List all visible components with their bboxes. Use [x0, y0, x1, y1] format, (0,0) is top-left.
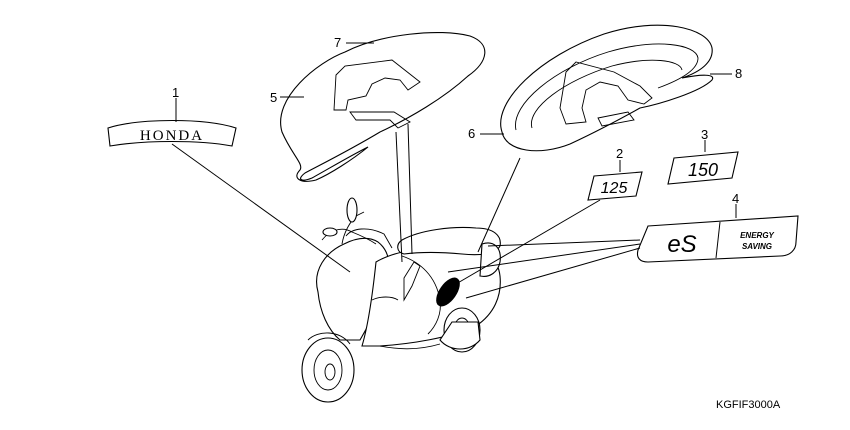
es-emblem-sub-2: SAVING: [742, 242, 772, 251]
scooter: [301, 197, 501, 403]
callout-2: 2: [616, 146, 623, 161]
honda-emblem: HONDA: [107, 119, 237, 147]
callout-4: 4: [732, 191, 739, 206]
stripe-decal-5-7: [280, 32, 486, 182]
es-emblem-logo: eS: [667, 231, 696, 258]
stripe-decal-6-8: [500, 24, 714, 152]
callout-6: 6: [468, 126, 475, 141]
badge-150-text: 150: [688, 160, 718, 180]
honda-emblem-text: HONDA: [140, 128, 204, 144]
part-code: KGFIF3000A: [716, 399, 781, 411]
callout-3: 3: [701, 127, 708, 142]
badge-125: 125: [587, 171, 643, 201]
callout-8: 8: [735, 66, 742, 81]
badge-125-text: 125: [601, 180, 628, 197]
callout-1: 1: [172, 85, 179, 100]
callout-5: 5: [270, 90, 277, 105]
es-emblem: eS ENERGY SAVING: [636, 215, 799, 263]
leader-lines: [171, 42, 737, 299]
es-emblem-sub-1: ENERGY: [740, 231, 774, 240]
badge-150: 150: [667, 151, 739, 185]
callout-7: 7: [334, 35, 341, 50]
callouts: 1 2 3 4 5 6 7 8: [172, 35, 742, 206]
